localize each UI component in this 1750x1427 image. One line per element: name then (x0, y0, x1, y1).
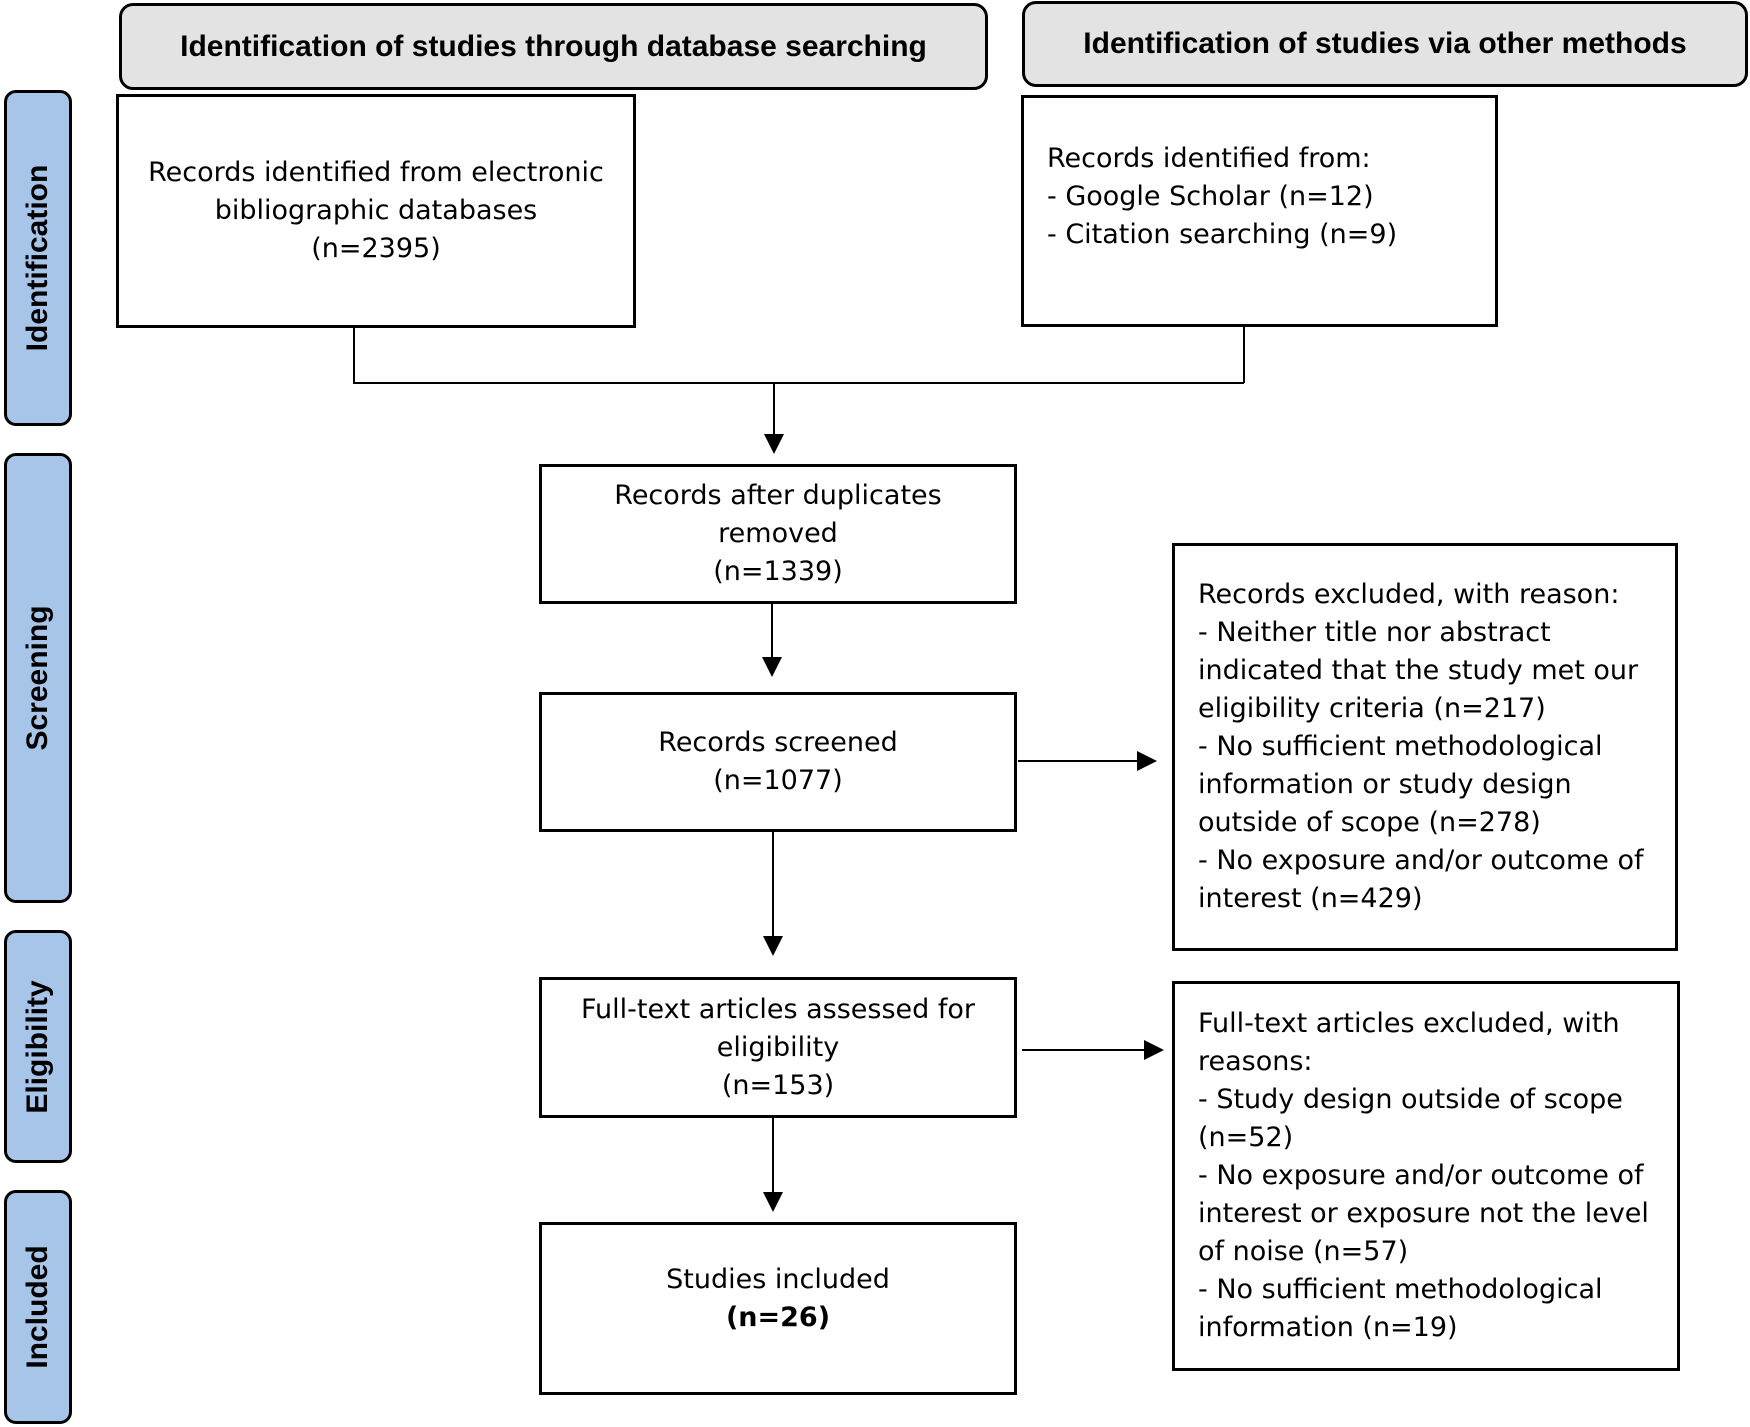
included-line1: Studies included (666, 1264, 890, 1295)
fulltext-excluded-line: of noise (n=57) (1198, 1236, 1409, 1267)
fulltext-line1: Full-text articles assessed for (580, 993, 975, 1025)
other-records-heading: Records identified from: (1047, 143, 1371, 174)
stage-included: Included (4, 1190, 72, 1424)
screen-excluded-line: information or study design (1198, 769, 1572, 800)
fulltext-excluded-line: interest or exposure not the level (1198, 1198, 1649, 1229)
other-records-item: - Citation searching (n=9) (1047, 219, 1398, 250)
fulltext-line2: eligibility (716, 1031, 840, 1063)
screened-box: Records screened (n=1077) (539, 692, 1017, 832)
screen-excluded-line: outside of scope (n=278) (1198, 807, 1541, 838)
header-database-label: Identification of studies through databa… (180, 29, 927, 63)
fulltext-box: Full-text articles assessed for eligibil… (539, 977, 1017, 1118)
other-records-box: Records identified from: - Google Schola… (1021, 95, 1498, 327)
stage-screening: Screening (4, 453, 72, 903)
db-records-line1: Records identified from electronic (148, 157, 604, 188)
fulltext-excluded-line: - No sufficient methodological (1198, 1274, 1603, 1305)
fulltext-excluded-line: reasons: (1198, 1046, 1313, 1077)
other-records-item: - Google Scholar (n=12) (1047, 181, 1374, 212)
fulltext-excluded-line: - No exposure and/or outcome of (1198, 1160, 1644, 1191)
deduplicated-box: Records after duplicates removed (n=1339… (539, 464, 1017, 604)
screened-count: (n=1077) (713, 765, 843, 796)
deduplicated-count: (n=1339) (713, 556, 843, 587)
screen-excluded-line: - No exposure and/or outcome of (1198, 845, 1644, 876)
screen-excluded-line: Records excluded, with reason: (1198, 579, 1620, 610)
header-other-methods: Identification of studies via other meth… (1022, 1, 1748, 87)
db-records-count: (n=2395) (311, 233, 441, 264)
fulltext-excluded-line: information (n=19) (1198, 1312, 1458, 1343)
screen-excluded-box: Records excluded, with reason: - Neither… (1172, 543, 1678, 951)
included-count: (n=26) (725, 1302, 831, 1333)
screen-excluded-line: - Neither title nor abstract (1198, 617, 1551, 648)
deduplicated-line2: removed (718, 518, 838, 549)
header-database-searching: Identification of studies through databa… (119, 3, 988, 90)
fulltext-count: (n=153) (721, 1069, 835, 1101)
fulltext-excluded-line: Full-text articles excluded, with (1198, 1008, 1620, 1039)
header-other-label: Identification of studies via other meth… (1083, 27, 1687, 60)
screen-excluded-line: interest (n=429) (1198, 883, 1423, 914)
screen-excluded-line: - No sufficient methodological (1198, 731, 1603, 762)
screened-line1: Records screened (658, 727, 898, 758)
fulltext-excluded-line: (n=52) (1198, 1122, 1294, 1153)
included-box: Studies included (n=26) (539, 1222, 1017, 1395)
db-records-line2: bibliographic databases (214, 195, 538, 226)
deduplicated-line1: Records after duplicates (614, 480, 942, 511)
fulltext-excluded-line: - Study design outside of scope (1198, 1084, 1623, 1115)
stage-eligibility: Eligibility (4, 930, 72, 1163)
fulltext-excluded-box: Full-text articles excluded, with reason… (1172, 981, 1680, 1371)
screen-excluded-line: eligibility criteria (n=217) (1198, 693, 1546, 724)
stage-identification: Identification (4, 90, 72, 426)
screen-excluded-line: indicated that the study met our (1198, 655, 1639, 686)
db-records-box: Records identified from electronic bibli… (116, 94, 636, 328)
